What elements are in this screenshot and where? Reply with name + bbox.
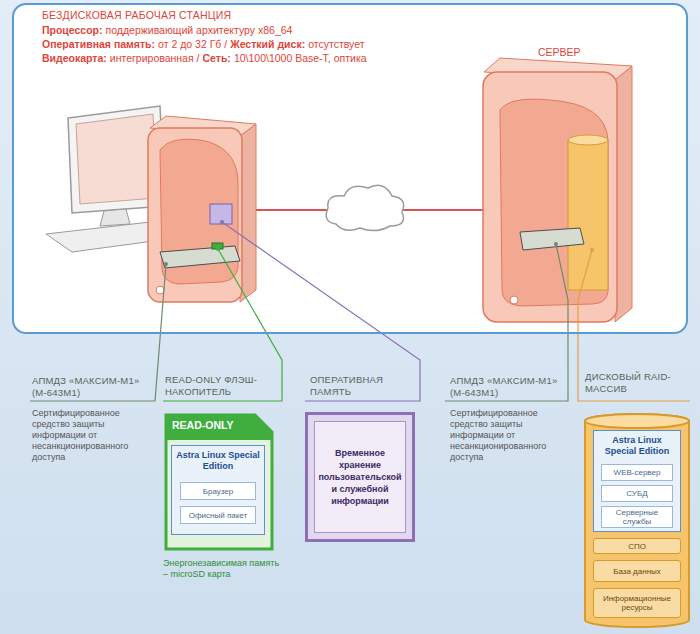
box-text: Серверные службы <box>602 508 672 526</box>
callout-heading: АПМДЗ «МАКСИМ-М1» (М-643М1) <box>32 375 152 399</box>
software-box: Браузер <box>180 482 256 500</box>
panel-ground <box>13 4 687 333</box>
os-title: Astra Linux Special Edition <box>174 450 262 472</box>
service-box: Серверные службы <box>601 506 673 528</box>
box-text: СПО <box>628 542 646 551</box>
spec-key: Процессор: <box>42 24 103 36</box>
service-box: WEB-сервер <box>601 464 673 481</box>
box-text: База данных <box>613 567 661 576</box>
card-caption: Энергонезависимая память – microSD карта <box>163 558 281 580</box>
spec-value: интегрированная / <box>110 52 200 64</box>
box-text: WEB-сервер <box>614 468 661 477</box>
spec-key: Видеокарта: <box>42 52 107 64</box>
panel-title: БЕЗДИСКОВАЯ РАБОЧАЯ СТАНЦИЯ <box>42 9 231 21</box>
flash-card: READ-ONLY ФЛЭШ-НАКОПИТЕЛЬREAD-ONLYЭнерго… <box>163 412 275 552</box>
os-box: Astra Linux Special EditionБраузерОфисны… <box>171 445 265 535</box>
server-label: СЕРВЕР <box>538 46 581 58</box>
server-housing <box>483 58 632 322</box>
box-text: Информационные ресурсы <box>594 594 680 612</box>
box-text: Браузер <box>203 487 234 496</box>
memory-text: Временное хранение пользовательской и сл… <box>314 421 406 533</box>
workstation-panel: БЕЗДИСКОВАЯ РАБОЧАЯ СТАНЦИЯ Процессор:под… <box>12 3 688 334</box>
callout-heading: ОПЕРАТИВНАЯ ПАМЯТЬ <box>310 374 420 398</box>
spec-line: Видеокарта:интегрированная /Сеть: 10\100\… <box>42 52 370 64</box>
workstation-housing <box>148 116 256 302</box>
callout-text: Сертифицированное средство защиты информ… <box>32 408 157 463</box>
network-link <box>256 185 484 230</box>
spec-value: 10\100\1000 Base-T, оптика <box>234 52 367 64</box>
callout-heading: АПМДЗ «МАКСИМ-М1» (М-643М1) <box>450 375 566 399</box>
os-title: Astra Linux Special Edition <box>596 435 678 457</box>
spec-key: Сеть: <box>202 52 230 64</box>
spec-value: отсутствует <box>308 38 364 50</box>
spec-line: Процессор:поддерживающий архитектуру x86… <box>42 24 295 36</box>
os-box: Astra Linux Special EditionWEB-серверСУБ… <box>593 430 681 532</box>
card-header: READ-ONLY <box>172 419 262 431</box>
spec-key: Жесткий диск: <box>230 38 305 50</box>
storage-band: База данных <box>593 560 681 582</box>
callout-heading: ДИСКОВЫЙ RAID-МАССИВ <box>585 371 689 395</box>
spec-value: от 2 до 32 Гб / <box>158 38 227 50</box>
memory-box: ОПЕРАТИВНАЯ ПАМЯТЬВременное хранение пол… <box>305 412 415 542</box>
storage-band: Информационные ресурсы <box>593 588 681 618</box>
service-box: СУБД <box>601 485 673 502</box>
callout-heading: READ-ONLY ФЛЭШ-НАКОПИТЕЛЬ <box>165 374 277 398</box>
spec-value: поддерживающий архитектуру x86_64 <box>106 24 293 36</box>
box-text: СУБД <box>626 489 647 498</box>
spec-line: Оперативная память:от 2 до 32 Гб /Жестки… <box>42 38 367 50</box>
raid-cylinder: ДИСКОВЫЙ RAID-МАССИВAstra Linux Special … <box>583 412 691 630</box>
callout-text: Сертифицированное средство защиты информ… <box>450 408 575 463</box>
leader-lines <box>30 220 690 401</box>
software-box: Офисный пакет <box>180 506 256 524</box>
storage-band: СПО <box>593 538 681 554</box>
spec-key: Оперативная память: <box>42 38 155 50</box>
box-text: Офисный пакет <box>189 511 247 520</box>
